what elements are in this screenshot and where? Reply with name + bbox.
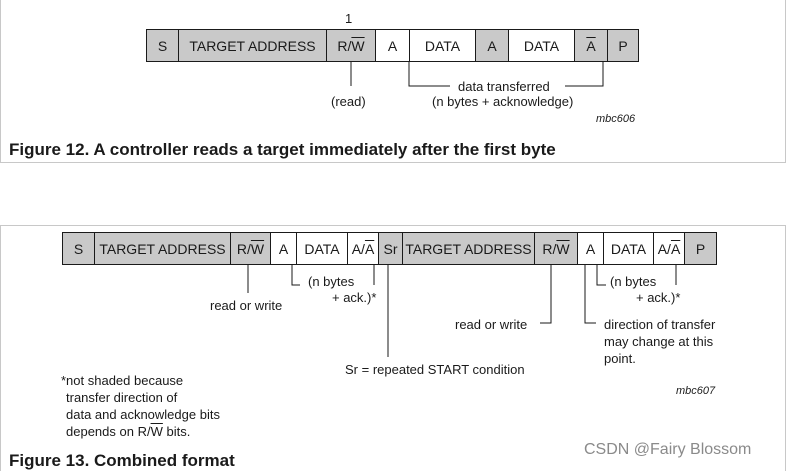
fig13-field-ack: A — [578, 233, 604, 264]
field-label: TARGET ADDRESS — [99, 240, 226, 257]
footnote-line-4-prefix: depends on R/ — [66, 424, 151, 439]
fig13-field-rw: R/W — [535, 233, 578, 264]
figure-12-caption: Figure 12. A controller reads a target i… — [9, 140, 556, 159]
field-label: A — [585, 240, 596, 257]
data-transferred-detail: (n bytes + acknowledge) — [432, 94, 574, 109]
footnote-line-2: transfer direction of — [66, 390, 178, 405]
fig12-field-ack: A — [476, 30, 509, 61]
field-label: A — [278, 240, 289, 257]
n-bytes-note-1: (n bytes — [308, 274, 355, 289]
figure-code: mbc606 — [596, 113, 636, 125]
figure-13-caption: Figure 13. Combined format — [9, 451, 235, 470]
watermark: CSDN @Fairy Blossom — [584, 441, 752, 458]
field-label: A — [387, 37, 398, 54]
fig13-field-rw: R/W — [231, 233, 271, 264]
field-label-prefix: A/ — [657, 240, 671, 257]
fig13-field-ack-nack: A/A — [654, 233, 685, 264]
fig12-frame-row: S TARGET ADDRESS R/W A DATA A DATA A P — [146, 29, 639, 62]
field-label: S — [73, 240, 84, 257]
direction-note-line-1: direction of transfer — [604, 317, 716, 332]
fig13-field-target-address: TARGET ADDRESS — [95, 233, 231, 264]
field-label-overline: A — [586, 37, 596, 54]
field-label-overline: W — [351, 37, 365, 54]
field-label: TARGET ADDRESS — [189, 37, 316, 54]
data-transferred-note: data transferred — [458, 79, 550, 94]
fig12-field-data: DATA — [410, 30, 476, 61]
fig13-frame-row: S TARGET ADDRESS R/W A DATA A/A Sr TARGE… — [62, 232, 717, 265]
footnote-line-1: *not shaded because — [61, 373, 184, 388]
field-label-overline: W — [556, 240, 570, 257]
ack-note-1: + ack.)* — [332, 290, 377, 305]
footnote-line-4: depends on R/W bits. — [66, 423, 190, 440]
field-label: DATA — [523, 37, 560, 54]
figure-13-panel — [0, 225, 786, 471]
field-label: DATA — [424, 37, 461, 54]
field-label: A — [487, 37, 497, 54]
field-label-overline: A — [670, 240, 681, 257]
field-label: TARGET ADDRESS — [405, 240, 532, 257]
read-or-write-note-1: read or write — [210, 298, 283, 313]
field-label-prefix: A/ — [351, 240, 365, 257]
footnote-line-4-over: W — [150, 424, 163, 439]
direction-note-line-3: point. — [604, 351, 636, 366]
bit-number-label: 1 — [345, 11, 353, 26]
field-label: DATA — [304, 240, 340, 257]
read-note: (read) — [331, 94, 366, 109]
field-label-prefix: R/ — [337, 37, 352, 54]
fig13-field-ack-nack: A/A — [348, 233, 379, 264]
footnote-line-3: data and acknowledge bits — [66, 407, 220, 422]
fig13-field-stop: P — [685, 233, 716, 264]
fig13-field-repeated-start: Sr — [379, 233, 403, 264]
fig12-field-start: S — [147, 30, 179, 61]
direction-note-line-2: may change at this — [604, 334, 714, 349]
fig13-field-data: DATA — [604, 233, 654, 264]
fig13-field-target-address: TARGET ADDRESS — [403, 233, 535, 264]
fig12-field-ack: A — [376, 30, 410, 61]
fig12-field-target-address: TARGET ADDRESS — [179, 30, 327, 61]
fig13-field-ack: A — [271, 233, 297, 264]
repeated-start-note: Sr = repeated START condition — [345, 362, 525, 377]
figure-12-panel — [0, 0, 786, 163]
field-label-overline: A — [364, 240, 375, 257]
figure-code: mbc607 — [676, 385, 716, 397]
fig13-field-start: S — [63, 233, 95, 264]
n-bytes-note-2: (n bytes — [610, 274, 657, 289]
footnote-line-4-suffix: bits. — [162, 424, 191, 439]
field-label: P — [695, 240, 706, 257]
read-or-write-note-2: read or write — [455, 317, 528, 332]
fig12-field-not-ack: A — [575, 30, 608, 61]
field-label: DATA — [610, 240, 647, 257]
field-label-overline: W — [250, 240, 265, 257]
field-label-prefix: R/ — [236, 240, 251, 257]
ack-note-2: + ack.)* — [636, 290, 681, 305]
field-label: P — [618, 37, 628, 54]
field-label-prefix: R/ — [542, 240, 557, 257]
fig12-field-data: DATA — [509, 30, 575, 61]
field-label: Sr — [383, 240, 398, 257]
fig12-field-rw: R/W — [327, 30, 376, 61]
field-label: S — [157, 37, 168, 54]
fig12-field-stop: P — [608, 30, 638, 61]
fig13-field-data: DATA — [297, 233, 348, 264]
